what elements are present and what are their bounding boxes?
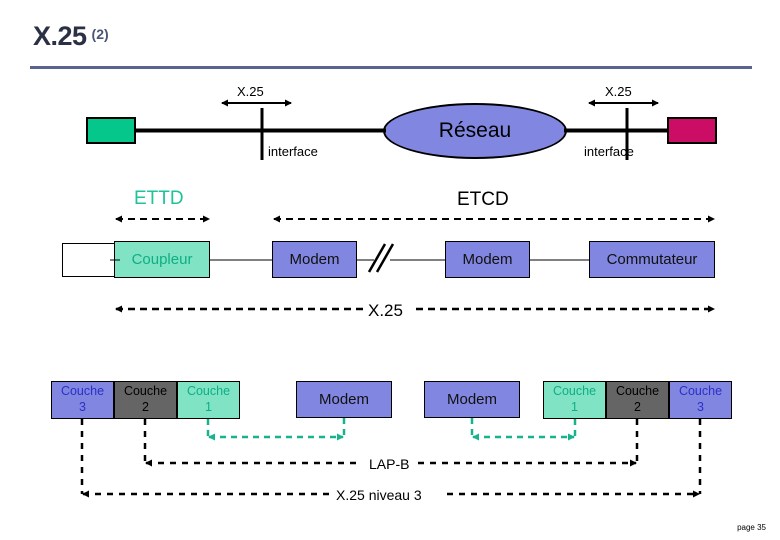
modem-bottom-left-label: Modem <box>318 391 370 408</box>
layer-right-1-name: Couche <box>552 384 597 399</box>
page-title: X.25(2) <box>33 21 109 52</box>
terminal-left-box <box>86 117 136 144</box>
layer-box-right-3: Couche 3 <box>669 381 732 419</box>
layer-left-3-name: Couche <box>60 384 105 399</box>
computer-box <box>62 243 118 277</box>
modem-left-label: Modem <box>289 251 340 268</box>
layer-right-2-name: Couche <box>615 384 660 399</box>
lapb-span-label: LAP-B <box>364 456 415 472</box>
layer-box-left-2: Couche 2 <box>114 381 177 419</box>
layer-right-1-number: 1 <box>571 400 578 414</box>
middle-x25-span-label: X.25 <box>368 301 403 320</box>
x25-niveau3-span-label: X.25 niveau 3 <box>331 487 427 503</box>
modem-box-right: Modem <box>445 241 530 278</box>
commutateur-label: Commutateur <box>606 251 698 268</box>
layer-left-1-number: 1 <box>205 400 212 414</box>
layer-box-right-2: Couche 2 <box>606 381 669 419</box>
page-number: page 35 <box>737 523 766 532</box>
page-title-text: X.25 <box>33 21 87 51</box>
modem-box-bottom-right: Modem <box>424 381 520 418</box>
layer-left-2-number: 2 <box>142 400 149 414</box>
network-cloud-label: Réseau <box>438 119 512 142</box>
network-cloud: Réseau <box>383 103 567 159</box>
right-interface-caption: interface <box>584 144 634 159</box>
left-interface-caption: interface <box>268 144 318 159</box>
layer-left-1-name: Couche <box>186 384 231 399</box>
modem-box-bottom-left: Modem <box>296 381 392 418</box>
right-x25-span-label: X.25 <box>605 84 632 99</box>
left-x25-span-label: X.25 <box>237 84 264 99</box>
layer-box-left-1: Couche 1 <box>177 381 240 419</box>
layer-left-3-number: 3 <box>79 400 86 414</box>
page-title-superscript: (2) <box>91 25 109 42</box>
modem-bottom-right-label: Modem <box>446 391 498 408</box>
layer-left-2-name: Couche <box>123 384 168 399</box>
layer-right-3-number: 3 <box>697 400 704 414</box>
coupleur-box: Coupleur <box>114 241 210 278</box>
modem-right-label: Modem <box>462 251 513 268</box>
layer-box-left-3: Couche 3 <box>51 381 114 419</box>
title-divider <box>30 66 752 69</box>
commutateur-box: Commutateur <box>589 241 715 278</box>
layer-box-right-1: Couche 1 <box>543 381 606 419</box>
coupleur-label: Coupleur <box>131 251 193 268</box>
modem-box-left: Modem <box>272 241 357 278</box>
ettd-label: ETTD <box>134 188 184 209</box>
terminal-right-box <box>667 117 717 144</box>
line-break-zigzag <box>367 243 395 273</box>
layer-right-2-number: 2 <box>634 400 641 414</box>
layer-right-3-name: Couche <box>678 384 723 399</box>
etcd-label: ETCD <box>457 189 509 210</box>
